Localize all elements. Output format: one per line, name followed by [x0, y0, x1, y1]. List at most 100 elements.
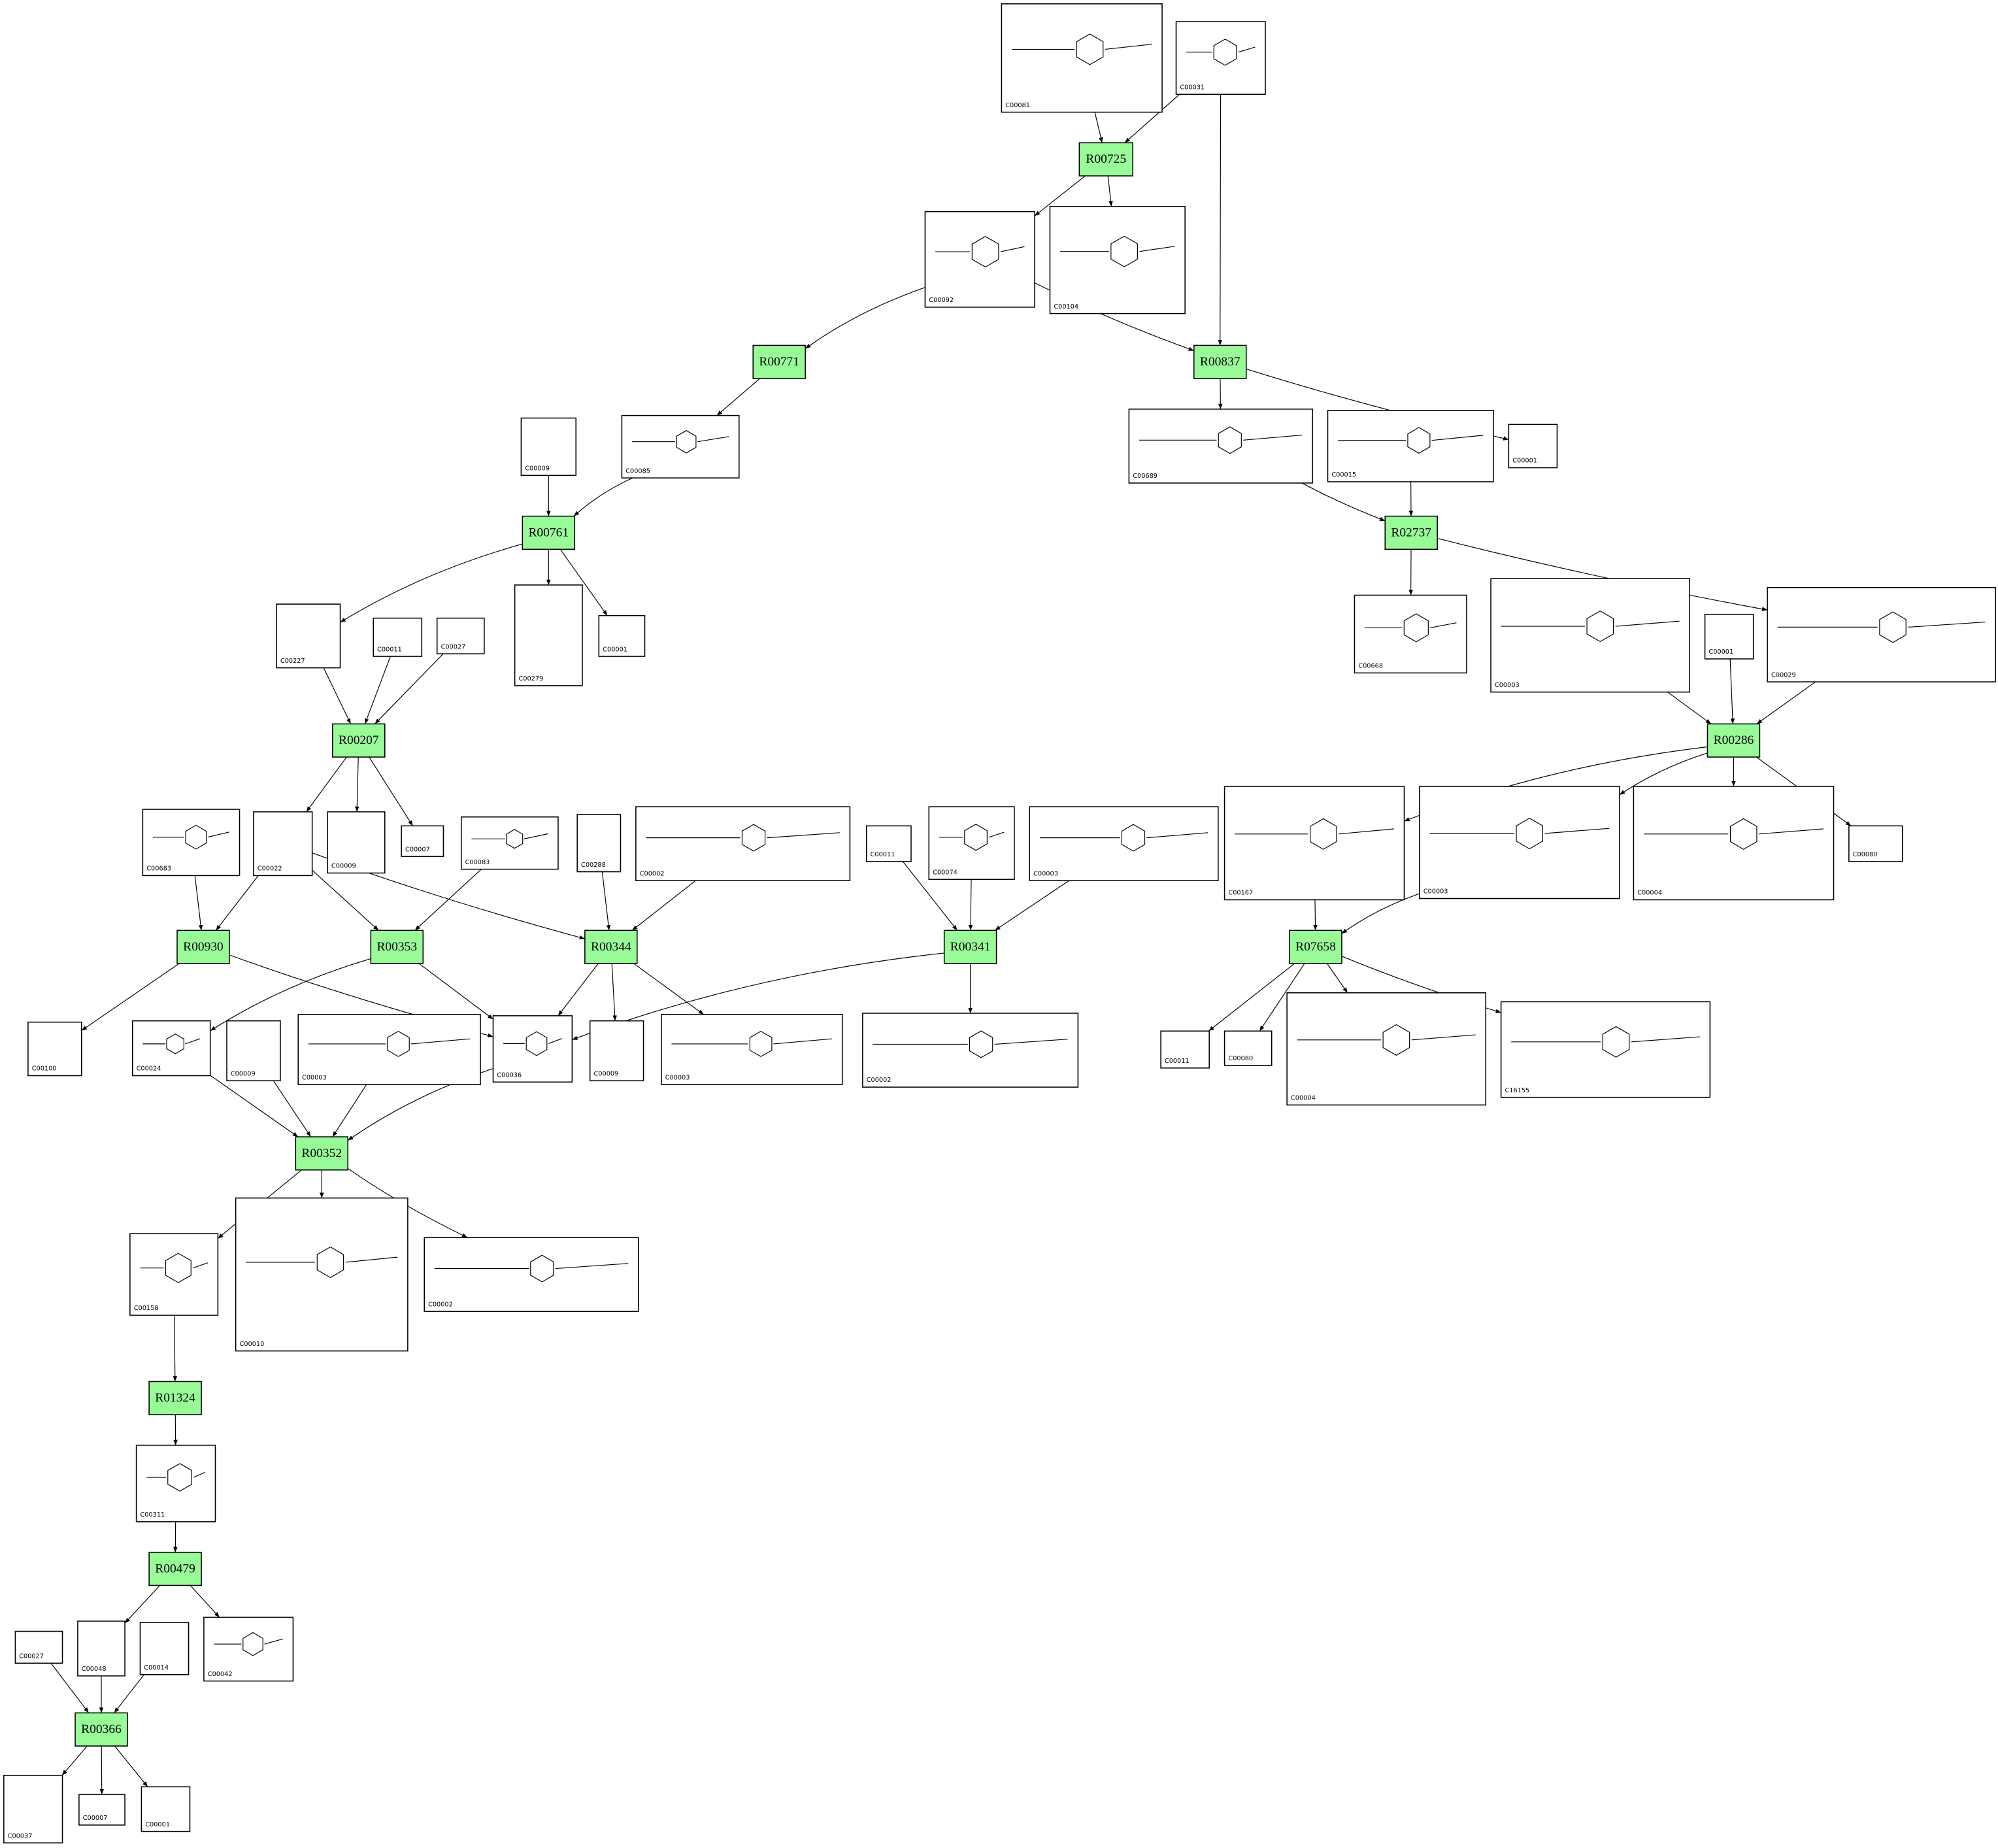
reaction-node[interactable]: R00930 [176, 930, 230, 964]
compound-node[interactable]: C00036 [492, 1015, 573, 1083]
compound-node[interactable]: C00003 [1419, 786, 1620, 899]
reaction-node[interactable]: R00725 [1078, 142, 1133, 176]
reaction-node[interactable]: R00341 [943, 930, 997, 964]
reaction-node[interactable]: R00286 [1707, 723, 1761, 758]
compound-node[interactable]: C00288 [576, 814, 622, 873]
reaction-node[interactable]: R07658 [1289, 930, 1342, 964]
compound-node[interactable]: C00083 [460, 816, 559, 870]
compound-id-label: C00074 [933, 869, 957, 876]
compound-node[interactable]: C00092 [924, 210, 1035, 308]
reaction-id-label: R00930 [183, 940, 224, 954]
compound-node[interactable]: C00048 [77, 1621, 125, 1677]
reaction-node[interactable]: R00344 [584, 930, 638, 964]
compound-node[interactable]: C00002 [862, 1013, 1079, 1088]
compound-node[interactable]: C00002 [635, 806, 851, 881]
reaction-node[interactable]: R00761 [522, 515, 576, 550]
reaction-node[interactable]: R00771 [752, 344, 806, 379]
chemical-structure-icon [166, 1033, 184, 1054]
reaction-edge-arrow [1327, 963, 1348, 994]
chemical-structure-icon [1879, 611, 1906, 643]
compound-node[interactable]: C00009 [226, 1020, 281, 1082]
compound-node[interactable]: C00031 [1175, 21, 1266, 95]
compound-node[interactable]: C00029 [1767, 587, 1996, 682]
reaction-node[interactable]: R00837 [1193, 344, 1247, 379]
reaction-edge-arrow [1756, 681, 1816, 724]
compound-node[interactable]: C00279 [514, 584, 583, 686]
compound-node[interactable]: C00027 [14, 1630, 63, 1664]
reaction-edge-arrow [114, 1745, 148, 1787]
compound-node[interactable]: C00014 [139, 1622, 190, 1675]
reaction-node[interactable]: R00366 [75, 1712, 128, 1747]
compound-node[interactable]: C00001 [598, 614, 646, 657]
compound-box [635, 806, 851, 881]
compound-node[interactable]: C00001 [141, 1786, 191, 1832]
compound-node[interactable]: C00085 [621, 414, 740, 479]
compound-node[interactable]: C00011 [1160, 1030, 1210, 1069]
compound-node[interactable]: C00007 [78, 1794, 125, 1826]
compound-node[interactable]: C00080 [1224, 1030, 1273, 1066]
reaction-node[interactable]: R00207 [332, 723, 386, 758]
compound-node[interactable]: C00037 [3, 1775, 63, 1843]
compound-node[interactable]: C00689 [1128, 409, 1313, 484]
chemical-structure-icon [1516, 818, 1543, 850]
reaction-node[interactable]: R00479 [148, 1551, 202, 1587]
compound-node[interactable]: C00024 [131, 1020, 211, 1077]
compound-node[interactable]: C00004 [1633, 786, 1835, 901]
compound-box [1224, 786, 1405, 901]
bond-icon [1615, 620, 1680, 627]
compound-node[interactable]: C00010 [235, 1197, 408, 1352]
compound-node[interactable]: C00009 [520, 417, 577, 477]
compound-box [862, 1013, 1079, 1088]
compound-node[interactable]: C00042 [203, 1617, 294, 1682]
compound-node[interactable]: C00311 [135, 1445, 216, 1522]
compound-node[interactable]: C00003 [1029, 806, 1219, 881]
compound-node[interactable]: C16155 [1500, 1001, 1711, 1098]
bond-icon [345, 1256, 398, 1263]
compound-node[interactable]: C00027 [436, 617, 485, 654]
reaction-node[interactable]: R00353 [370, 930, 424, 964]
compound-node[interactable]: C00158 [129, 1233, 219, 1316]
compound-node[interactable]: C00004 [1286, 992, 1487, 1106]
compound-node[interactable]: C00080 [1848, 825, 1903, 862]
compound-id-label: C00227 [280, 658, 305, 665]
compound-node[interactable]: C00007 [401, 825, 444, 857]
compound-id-label: C00042 [208, 1671, 233, 1678]
compound-box [203, 1617, 294, 1682]
reaction-edge-arrow [1437, 537, 1768, 611]
compound-node[interactable]: C00003 [661, 1014, 843, 1085]
reaction-node[interactable]: R01324 [148, 1381, 202, 1415]
compound-node[interactable]: C00167 [1224, 786, 1405, 901]
compound-node[interactable]: C00011 [373, 617, 423, 657]
compound-node[interactable]: C00011 [865, 825, 912, 862]
compound-node[interactable]: C00100 [27, 1021, 82, 1077]
compound-box [924, 210, 1035, 308]
reaction-box [75, 1712, 128, 1747]
compound-node[interactable]: C00227 [276, 603, 341, 669]
compound-node[interactable]: C00001 [1508, 424, 1558, 469]
compound-node[interactable]: C00668 [1354, 594, 1467, 674]
reaction-id-label: R00352 [301, 1147, 342, 1160]
compound-node[interactable]: C00009 [327, 811, 386, 874]
reaction-edge-arrow [1218, 94, 1223, 346]
compound-node[interactable]: C00015 [1327, 410, 1494, 482]
compound-node[interactable]: C00022 [253, 811, 313, 877]
compound-node[interactable]: C00003 [1490, 578, 1690, 693]
reaction-node[interactable]: R02737 [1384, 515, 1438, 550]
compound-node[interactable]: C00002 [424, 1237, 639, 1312]
reaction-id-label: R00771 [759, 355, 799, 369]
compound-node[interactable]: C00001 [1704, 613, 1754, 660]
bond-icon [994, 1039, 1068, 1045]
reaction-node[interactable]: R00352 [295, 1136, 349, 1171]
compound-id-label: C00009 [231, 1071, 256, 1078]
compound-box [436, 617, 485, 654]
compound-node[interactable]: C00081 [1001, 3, 1163, 113]
compound-node[interactable]: C00683 [142, 809, 241, 877]
compound-node[interactable]: C00104 [1049, 206, 1186, 314]
compound-id-label: C00080 [1853, 851, 1878, 858]
reaction-id-label: R00837 [1200, 355, 1240, 369]
compound-node[interactable]: C00009 [589, 1020, 644, 1082]
bond-icon [1544, 828, 1610, 834]
compound-node[interactable]: C00074 [928, 806, 1015, 881]
reaction-box [1384, 515, 1438, 550]
compound-node[interactable]: C00003 [297, 1014, 481, 1085]
